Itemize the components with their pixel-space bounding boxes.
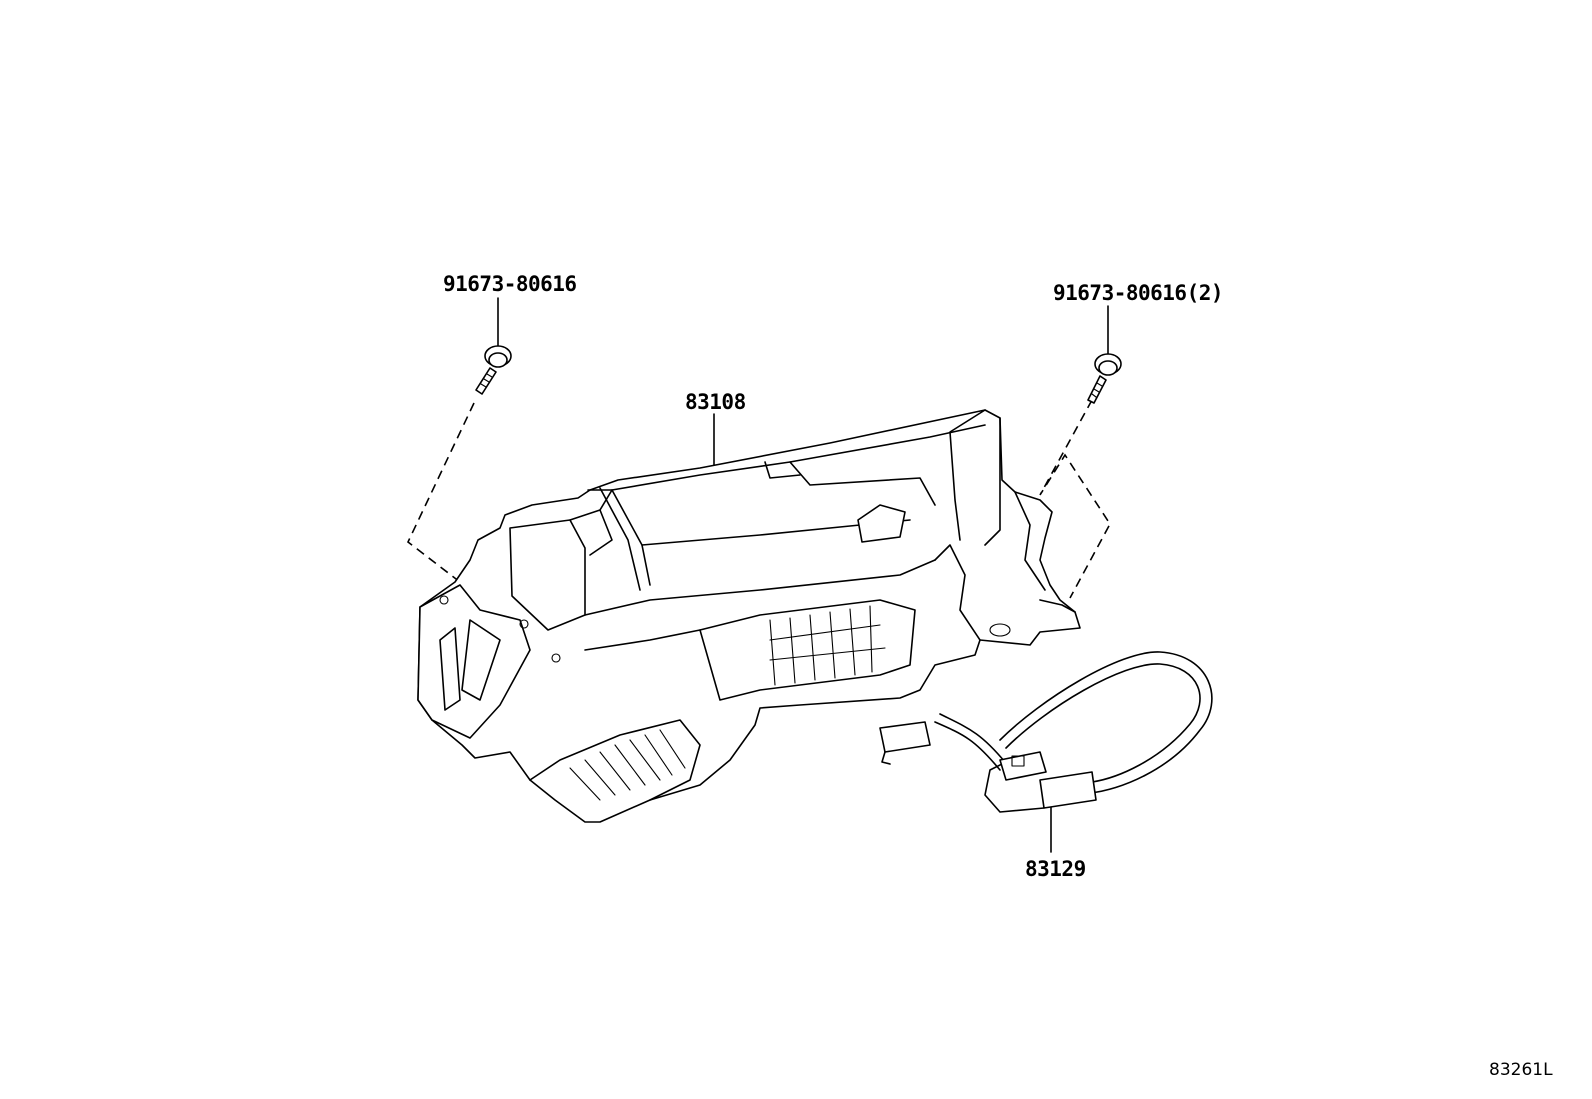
callout-bolt-right: 91673-80616(2) [1053,281,1224,305]
wire-harness [879,651,1213,813]
callout-main-unit: 83108 [685,390,746,414]
callout-bolt-left: 91673-80616 [443,272,577,296]
figure-code: 83261L [1489,1060,1553,1080]
main-unit-housing [417,409,1081,823]
callout-wire-harness: 83129 [1025,857,1086,881]
bolt-right-icon [1087,353,1122,404]
bolt-left-icon [475,345,512,395]
installation-guide-lines [407,399,1111,721]
